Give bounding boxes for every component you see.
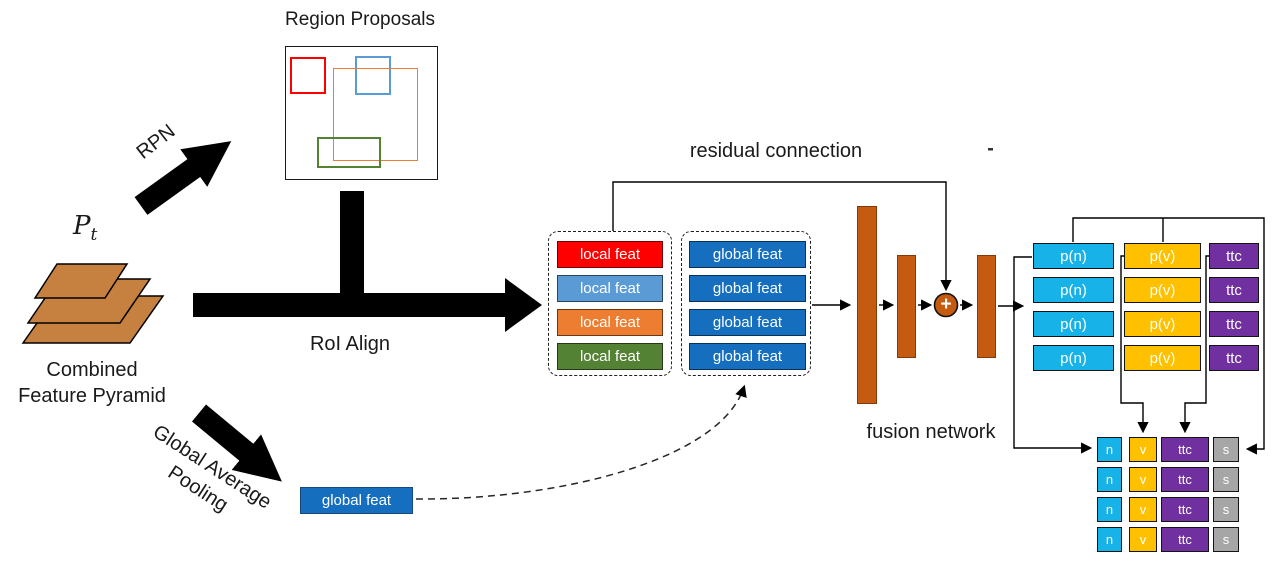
sample-v-box: v (1129, 437, 1157, 462)
combined-label-line2: Feature Pyramid (18, 385, 166, 407)
sample-ttc-box: ttc (1161, 437, 1209, 462)
local-feat-box: local feat (557, 241, 663, 268)
ttc-box: ttc (1209, 277, 1259, 303)
pt-label: Pt (73, 211, 97, 244)
pn-box: p(n) (1033, 345, 1114, 371)
global-feat-column: global feat global feat global feat glob… (681, 231, 811, 376)
prob-to-s-line (1072, 217, 1265, 455)
pn-box: p(n) (1033, 277, 1114, 303)
ttc-box: ttc (1209, 311, 1259, 337)
local-feat-column: local feat local feat local feat local f… (548, 231, 672, 376)
pn-box: p(n) (1033, 311, 1114, 337)
local-feat-box: local feat (557, 275, 663, 302)
ttc-box: ttc (1209, 345, 1259, 371)
residual-add-plus: + (940, 294, 952, 315)
fusion-bar-1 (857, 206, 877, 404)
fusion-bar-3 (977, 255, 996, 358)
sample-n-box: n (1097, 467, 1122, 492)
local-feat-box: local feat (557, 309, 663, 336)
pn-to-n-line (1013, 256, 1093, 454)
pv-box: p(v) (1124, 243, 1201, 269)
combined-label-line1: Combined (46, 359, 138, 381)
sample-s-box: s (1213, 527, 1239, 552)
sample-s-box: s (1213, 497, 1239, 522)
pv-box: p(v) (1124, 345, 1201, 371)
gap-global-feat-box: global feat (300, 487, 413, 514)
roi-align-arrow-shaft (193, 293, 507, 317)
local-feat-box: local feat (557, 343, 663, 370)
proposal-rect-green (317, 137, 381, 168)
combined-feature-pyramid-label: Combined Feature Pyramid (2, 357, 182, 409)
sample-ttc-box: ttc (1161, 467, 1209, 492)
proposal-rect-red (290, 57, 326, 94)
proposal-rect-blue (355, 56, 391, 95)
sample-ttc-box: ttc (1161, 497, 1209, 522)
sample-v-box: v (1129, 527, 1157, 552)
global-feat-box: global feat (689, 241, 806, 268)
proposal-rect-orange (333, 68, 418, 161)
sample-s-box: s (1213, 467, 1239, 492)
pt-subscript: t (90, 225, 98, 246)
proposals-to-roi-bar (340, 191, 364, 311)
sample-s-box: s (1213, 437, 1239, 462)
pn-box: p(n) (1033, 243, 1114, 269)
pv-to-v-line (1120, 255, 1149, 434)
global-feat-box: global feat (689, 343, 806, 370)
region-proposals-title: Region Proposals (285, 9, 435, 30)
roi-align-label: RoI Align (309, 333, 391, 355)
pyramid-layer-top (33, 263, 129, 299)
residual-connection-label: residual connection (689, 140, 863, 162)
ttc-box: ttc (1209, 243, 1259, 269)
pv-box: p(v) (1124, 277, 1201, 303)
sample-n-box: n (1097, 497, 1122, 522)
global-feat-box: global feat (689, 275, 806, 302)
gap-dashed-arrow (415, 384, 747, 500)
ttc-to-ttc-line (1179, 255, 1209, 434)
global-feat-box: global feat (689, 309, 806, 336)
stray-dot (988, 148, 993, 151)
roi-align-arrow-head (505, 278, 542, 332)
gap-arrow (191, 404, 282, 482)
pt-base: P (73, 211, 91, 241)
fusion-network-label: fusion network (866, 421, 996, 443)
pv-box: p(v) (1124, 311, 1201, 337)
rpn-arrow (134, 141, 232, 215)
sample-n-box: n (1097, 527, 1122, 552)
residual-add-circle (933, 292, 959, 318)
residual-connection-line (612, 181, 952, 292)
sample-v-box: v (1129, 467, 1157, 492)
sample-n-box: n (1097, 437, 1122, 462)
sample-ttc-box: ttc (1161, 527, 1209, 552)
fusion-bar-2 (897, 255, 916, 358)
sample-v-box: v (1129, 497, 1157, 522)
region-proposals-box (285, 46, 438, 180)
